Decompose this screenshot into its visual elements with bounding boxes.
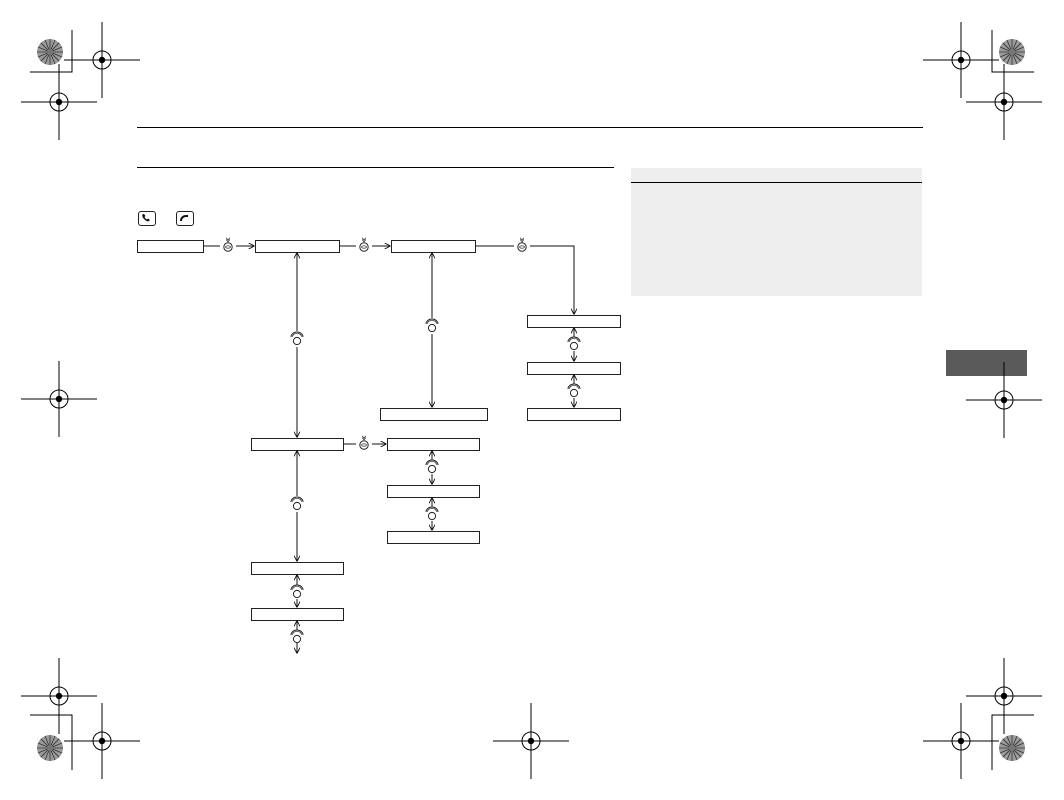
- panel-divider: [631, 182, 922, 183]
- menu-box-12: [251, 562, 344, 575]
- chapter-tab: [946, 350, 1027, 376]
- phone-pickup-icon: [138, 211, 156, 226]
- menu-box-1: [137, 240, 204, 253]
- side-note-panel: [631, 168, 922, 296]
- menu-box-7: [380, 408, 488, 421]
- menu-box-6: [527, 408, 621, 421]
- menu-box-11: [387, 531, 480, 544]
- menu-box-13: [251, 608, 344, 621]
- menu-box-5: [527, 362, 621, 375]
- phone-hangup-icon: [176, 211, 194, 226]
- section-rule: [137, 167, 614, 168]
- menu-box-10: [387, 485, 480, 498]
- header-rule: [137, 127, 923, 128]
- menu-box-2: [255, 240, 340, 253]
- menu-box-9: [387, 438, 480, 451]
- menu-box-4: [527, 315, 621, 328]
- menu-box-3: [391, 240, 476, 253]
- menu-box-8: [251, 438, 344, 451]
